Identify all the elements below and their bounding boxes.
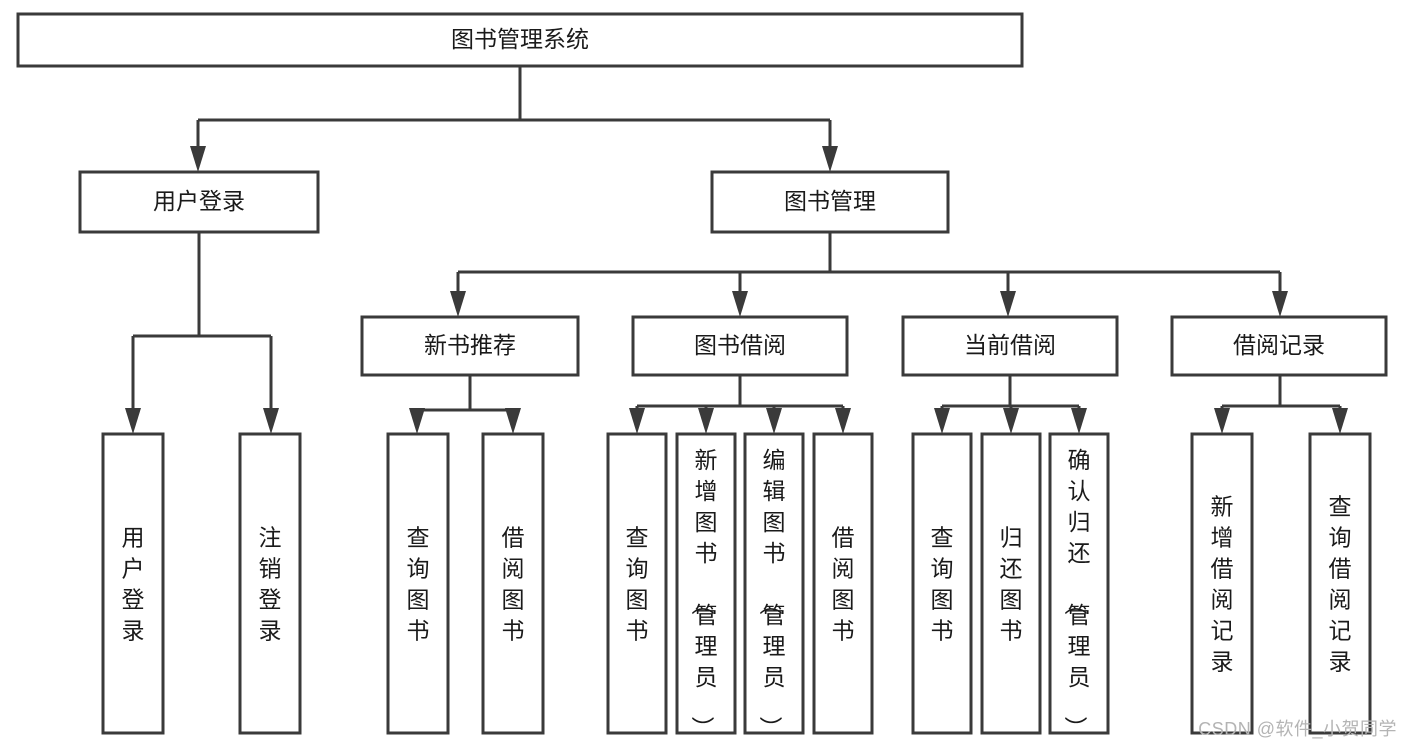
node-root-system-label: 图书管理系统 xyxy=(451,26,589,52)
node-leaf-user-logout-box[interactable] xyxy=(238,432,302,735)
node-leaf-query-book-2[interactable]: 查询图书 xyxy=(606,432,668,735)
node-leaf-borrow-book-1-box[interactable] xyxy=(481,432,545,735)
level2-drop-3-arrowhead xyxy=(1272,291,1288,317)
node-leaf-query-book-2-label: 查询图书 xyxy=(626,525,649,644)
book-borrow-drop-1-arrowhead xyxy=(698,408,714,434)
node-leaf-borrow-book-2-box[interactable] xyxy=(812,432,874,735)
node-leaf-query-book-3-label: 查询图书 xyxy=(931,525,954,644)
node-leaf-borrow-book-1[interactable]: 借阅图书 xyxy=(481,432,545,735)
node-leaf-confirm-return-admin-box[interactable] xyxy=(1048,432,1110,735)
node-leaf-add-book-admin[interactable]: 新增图书（管理员） xyxy=(675,432,737,739)
current-borrow-drop-1-arrowhead xyxy=(1003,408,1019,434)
level1-drop-0-arrowhead xyxy=(190,146,206,172)
node-leaf-borrow-book-1-label: 借阅图书 xyxy=(502,525,525,644)
node-leaf-query-book-1[interactable]: 查询图书 xyxy=(386,432,450,735)
node-leaf-query-borrow-record-label: 查询借阅记录 xyxy=(1329,494,1352,675)
node-leaf-user-logout-label: 注销登录 xyxy=(259,525,282,644)
level2-drop-1-arrowhead xyxy=(732,291,748,317)
node-leaf-confirm-return-admin[interactable]: 确认归还（管理员） xyxy=(1048,432,1110,739)
node-leaf-add-book-admin-box[interactable] xyxy=(675,432,737,735)
new-book-recommend-drop-0-arrowhead xyxy=(409,408,425,434)
current-borrow-drop-0-arrowhead xyxy=(934,408,950,434)
borrow-record-drop-1-arrowhead xyxy=(1332,408,1348,434)
new-book-recommend-drop-1-arrowhead xyxy=(505,408,521,434)
node-leaf-user-login-box[interactable] xyxy=(101,432,165,735)
node-leaf-query-borrow-record[interactable]: 查询借阅记录 xyxy=(1308,432,1372,735)
node-leaf-user-login-label: 用户登录 xyxy=(122,525,145,644)
user-login-drop-0-arrowhead xyxy=(125,408,141,434)
node-current-borrow-box[interactable] xyxy=(901,315,1119,377)
node-borrow-record[interactable]: 借阅记录 xyxy=(1170,315,1388,377)
node-leaf-query-book-3-box[interactable] xyxy=(911,432,973,735)
node-leaf-edit-book-admin[interactable]: 编辑图书（管理员） xyxy=(743,432,805,739)
node-leaf-user-logout[interactable]: 注销登录 xyxy=(238,432,302,735)
node-leaf-return-book[interactable]: 归还图书 xyxy=(980,432,1042,735)
node-leaf-user-login[interactable]: 用户登录 xyxy=(101,432,165,735)
node-current-borrow-label: 当前借阅 xyxy=(964,332,1056,358)
node-borrow-record-box[interactable] xyxy=(1170,315,1388,377)
user-login-drop-1-arrowhead xyxy=(263,408,279,434)
node-leaf-borrow-book-2[interactable]: 借阅图书 xyxy=(812,432,874,735)
node-leaf-return-book-label: 归还图书 xyxy=(1000,525,1023,644)
node-current-borrow[interactable]: 当前借阅 xyxy=(901,315,1119,377)
node-book-management-box[interactable] xyxy=(710,170,950,234)
node-leaf-borrow-book-2-label: 借阅图书 xyxy=(832,525,855,644)
node-user-login-label: 用户登录 xyxy=(153,188,245,214)
node-user-login-box[interactable] xyxy=(78,170,320,234)
node-leaf-add-borrow-record-label: 新增借阅记录 xyxy=(1211,494,1234,675)
node-book-management[interactable]: 图书管理 xyxy=(710,170,950,234)
node-root-system[interactable]: 图书管理系统 xyxy=(16,12,1024,68)
current-borrow-drop-2-arrowhead xyxy=(1071,408,1087,434)
book-borrow-drop-3-arrowhead xyxy=(835,408,851,434)
node-borrow-record-label: 借阅记录 xyxy=(1233,332,1325,358)
level2-drop-2-arrowhead xyxy=(1000,291,1016,317)
level1-drop-1-arrowhead xyxy=(822,146,838,172)
node-book-borrow[interactable]: 图书借阅 xyxy=(631,315,849,377)
node-root-system-box[interactable] xyxy=(16,12,1024,68)
node-leaf-query-book-2-box[interactable] xyxy=(606,432,668,735)
node-leaf-return-book-box[interactable] xyxy=(980,432,1042,735)
node-book-borrow-box[interactable] xyxy=(631,315,849,377)
node-new-book-recommend[interactable]: 新书推荐 xyxy=(360,315,580,377)
node-leaf-query-book-1-box[interactable] xyxy=(386,432,450,735)
node-new-book-recommend-box[interactable] xyxy=(360,315,580,377)
node-leaf-query-book-1-label: 查询图书 xyxy=(407,525,430,644)
borrow-record-drop-0-arrowhead xyxy=(1214,408,1230,434)
node-leaf-query-book-3[interactable]: 查询图书 xyxy=(911,432,973,735)
node-leaf-add-borrow-record[interactable]: 新增借阅记录 xyxy=(1190,432,1254,735)
book-borrow-drop-2-arrowhead xyxy=(766,408,782,434)
node-leaf-add-borrow-record-box[interactable] xyxy=(1190,432,1254,735)
node-leaf-confirm-return-admin-label: 确认归还（管理员） xyxy=(1063,447,1091,739)
node-user-login[interactable]: 用户登录 xyxy=(78,170,320,234)
node-leaf-edit-book-admin-box[interactable] xyxy=(743,432,805,735)
node-book-management-label: 图书管理 xyxy=(784,188,876,214)
node-new-book-recommend-label: 新书推荐 xyxy=(424,332,516,358)
node-leaf-edit-book-admin-label: 编辑图书（管理员） xyxy=(758,447,786,739)
book-borrow-drop-0-arrowhead xyxy=(629,408,645,434)
node-book-borrow-label: 图书借阅 xyxy=(694,332,786,358)
node-leaf-query-borrow-record-box[interactable] xyxy=(1308,432,1372,735)
node-leaf-add-book-admin-label: 新增图书（管理员） xyxy=(690,447,718,739)
level2-drop-0-arrowhead xyxy=(450,291,466,317)
